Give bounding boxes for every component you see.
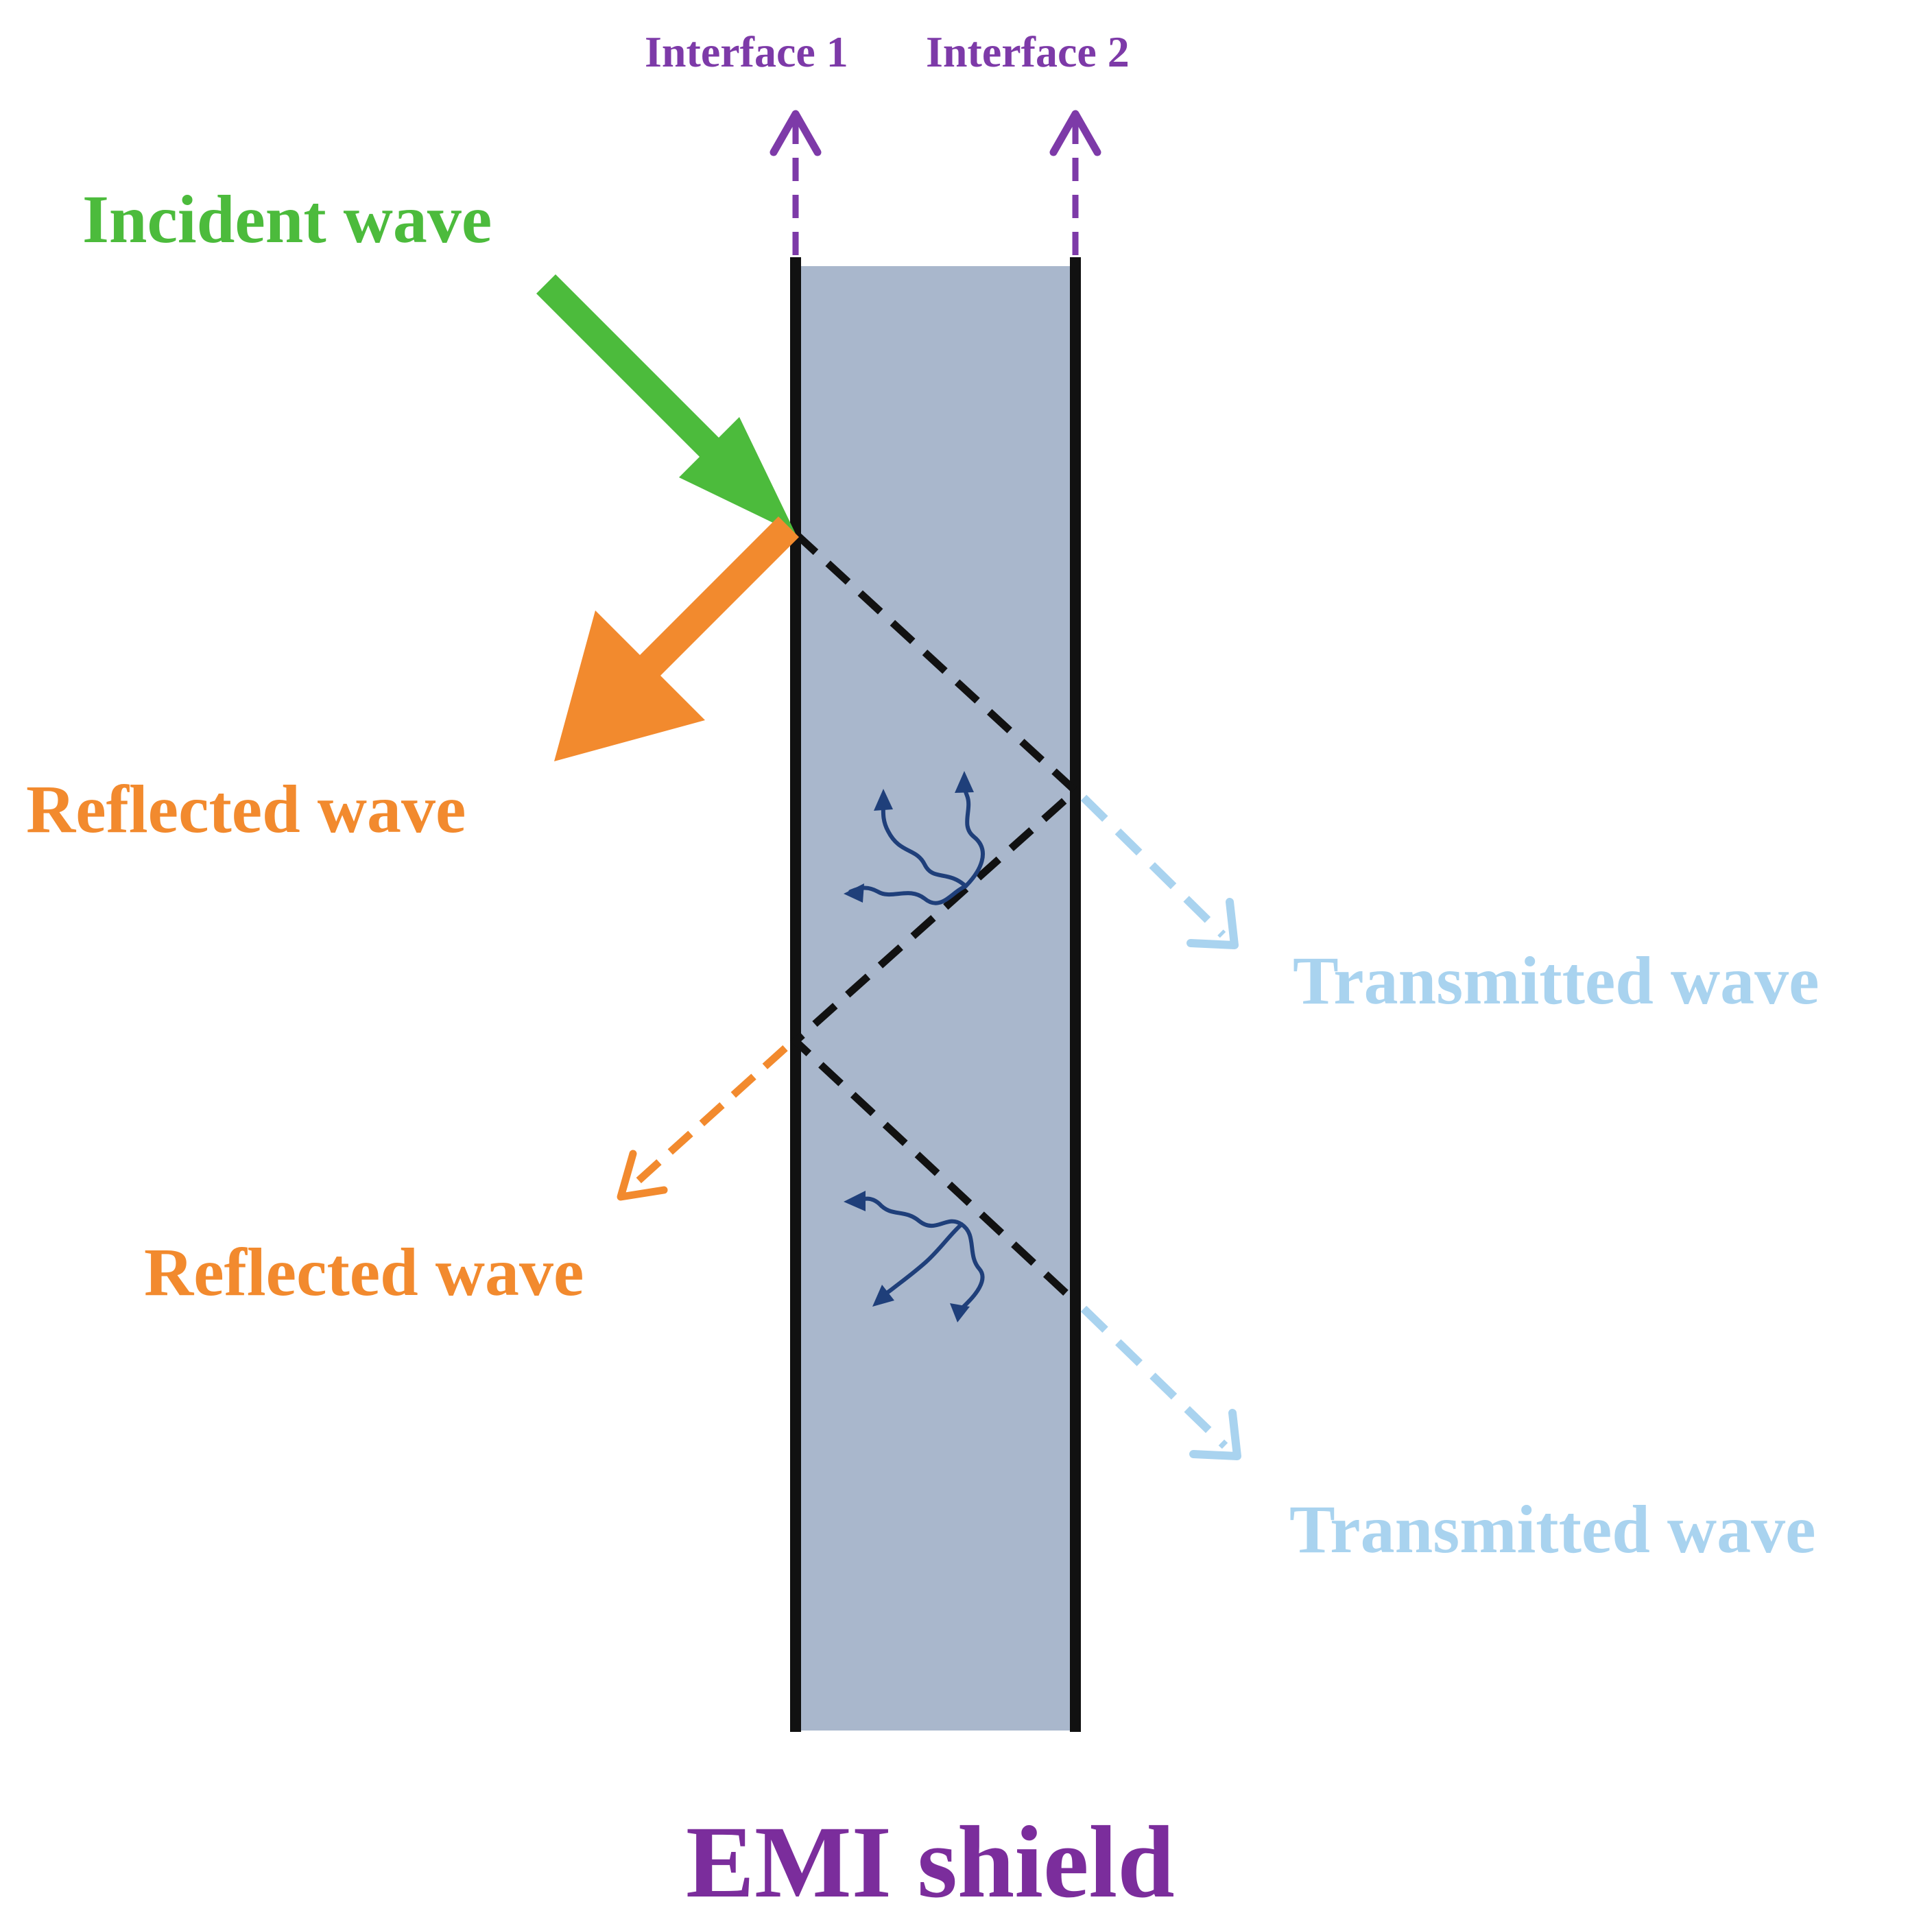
incident-wave-arrow-icon [536, 274, 796, 534]
incident-wave-label: Incident wave [82, 181, 492, 257]
internal-reflection-path [789, 530, 1082, 1305]
reflected-wave-arrow-icon [554, 516, 799, 761]
interface-2-label: Interface 2 [926, 27, 1130, 76]
transmitted-wave-2-arrow-icon [1080, 1305, 1241, 1460]
transmitted-wave-label-1: Transmitted wave [1293, 942, 1820, 1019]
interface-1-label: Interface 1 [645, 27, 848, 76]
interface-1-pointer-icon [770, 110, 822, 255]
reflected-wave-label-2: Reflected wave [144, 1234, 584, 1310]
interface-2-pointer-icon [1049, 110, 1101, 255]
diagram-title: EMI shield [686, 1805, 1175, 1919]
transmitted-wave-1-arrow-icon [1080, 794, 1239, 949]
reflected-wave-weak-arrow-icon [617, 1045, 788, 1201]
absorption-lower-arrowheads [844, 1191, 970, 1322]
shield-slab [796, 266, 1075, 1731]
reflected-wave-label-1: Reflected wave [26, 771, 466, 847]
absorption-upper-arrowheads [844, 771, 974, 903]
transmitted-wave-label-2: Transmitted wave [1289, 1491, 1816, 1567]
